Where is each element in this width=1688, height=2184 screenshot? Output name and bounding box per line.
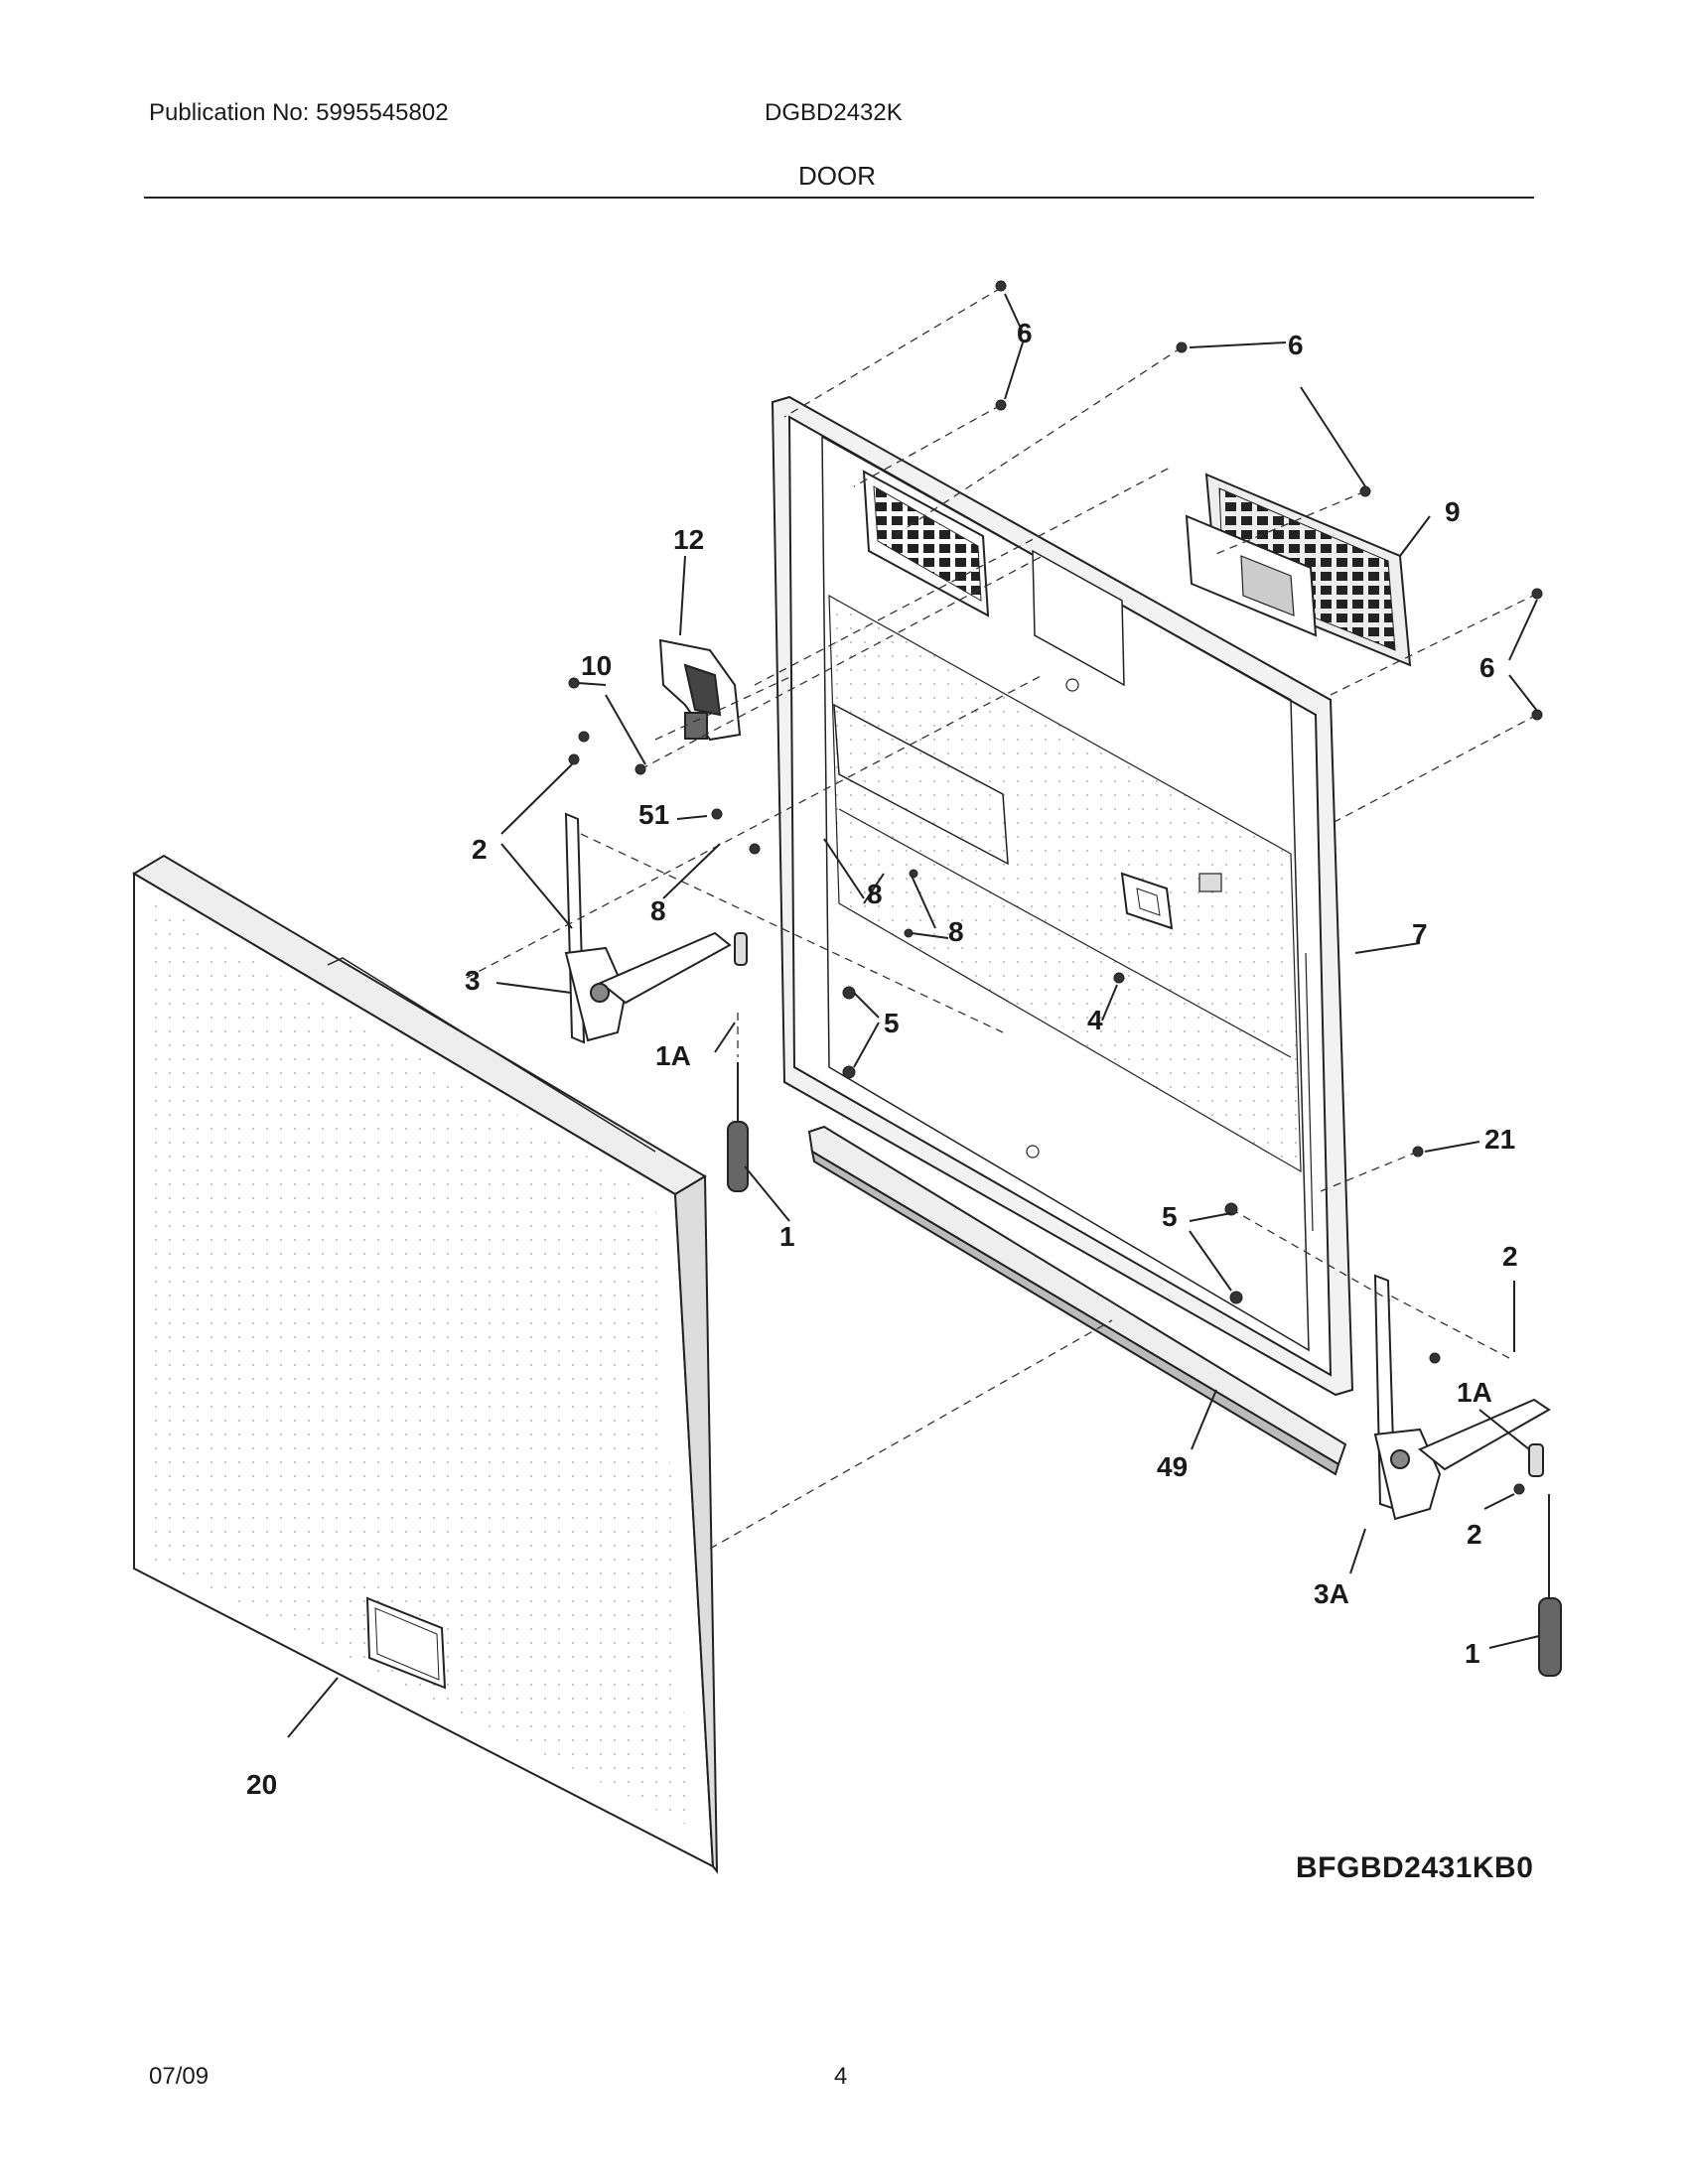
callout-1a: 1A [655,1040,691,1071]
page-number: 4 [834,2063,848,2090]
callout-1: 1 [779,1221,795,1252]
callout-4: 4 [1087,1005,1103,1035]
callout-8: 8 [948,916,964,947]
callout-2: 2 [472,834,488,865]
callout-6: 6 [1288,330,1304,360]
outer-door-panel [132,854,719,1874]
inner-door-liner [771,395,1354,1397]
door-latch [658,638,742,742]
callout-3a: 3A [1314,1578,1349,1609]
control-console [1185,473,1412,667]
section-title: DOOR [798,161,876,191]
left-hinge [564,812,748,1044]
callout-7: 7 [1412,918,1428,949]
callouts: 6 6 9 12 10 6 51 2 8 8 8 7 3 1A 5 4 21 5… [246,318,1518,1800]
callout-51: 51 [638,799,669,830]
model-number: DGBD2432K [765,99,903,126]
callout-21: 21 [1484,1124,1515,1155]
callout-3: 3 [465,965,481,996]
callout-10: 10 [581,650,612,681]
callout-2: 2 [1502,1241,1518,1272]
callout-2: 2 [1467,1519,1482,1550]
callout-12: 12 [673,524,704,555]
callout-9: 9 [1445,496,1461,527]
bottom-trim [807,1125,1347,1476]
callout-1: 1 [1465,1638,1480,1669]
callout-49: 49 [1157,1451,1188,1482]
callout-5: 5 [1162,1201,1178,1232]
callout-6: 6 [1479,652,1495,683]
assembly-lines [466,287,1538,1550]
publication-number: Publication No: 5995545802 [149,99,449,126]
header-rule [144,197,1534,199]
callout-8: 8 [867,879,883,909]
footer-date: 07/09 [149,2063,210,2090]
right-hinge [1373,1274,1551,1521]
callout-8: 8 [650,895,666,926]
callout-5: 5 [884,1008,900,1038]
callout-1a: 1A [1457,1377,1492,1408]
callout-6: 6 [1017,318,1033,348]
diagram-code: BFGBD2431KB0 [1296,1851,1534,1884]
leader-lines [287,293,1540,1738]
callout-20: 20 [246,1769,277,1800]
